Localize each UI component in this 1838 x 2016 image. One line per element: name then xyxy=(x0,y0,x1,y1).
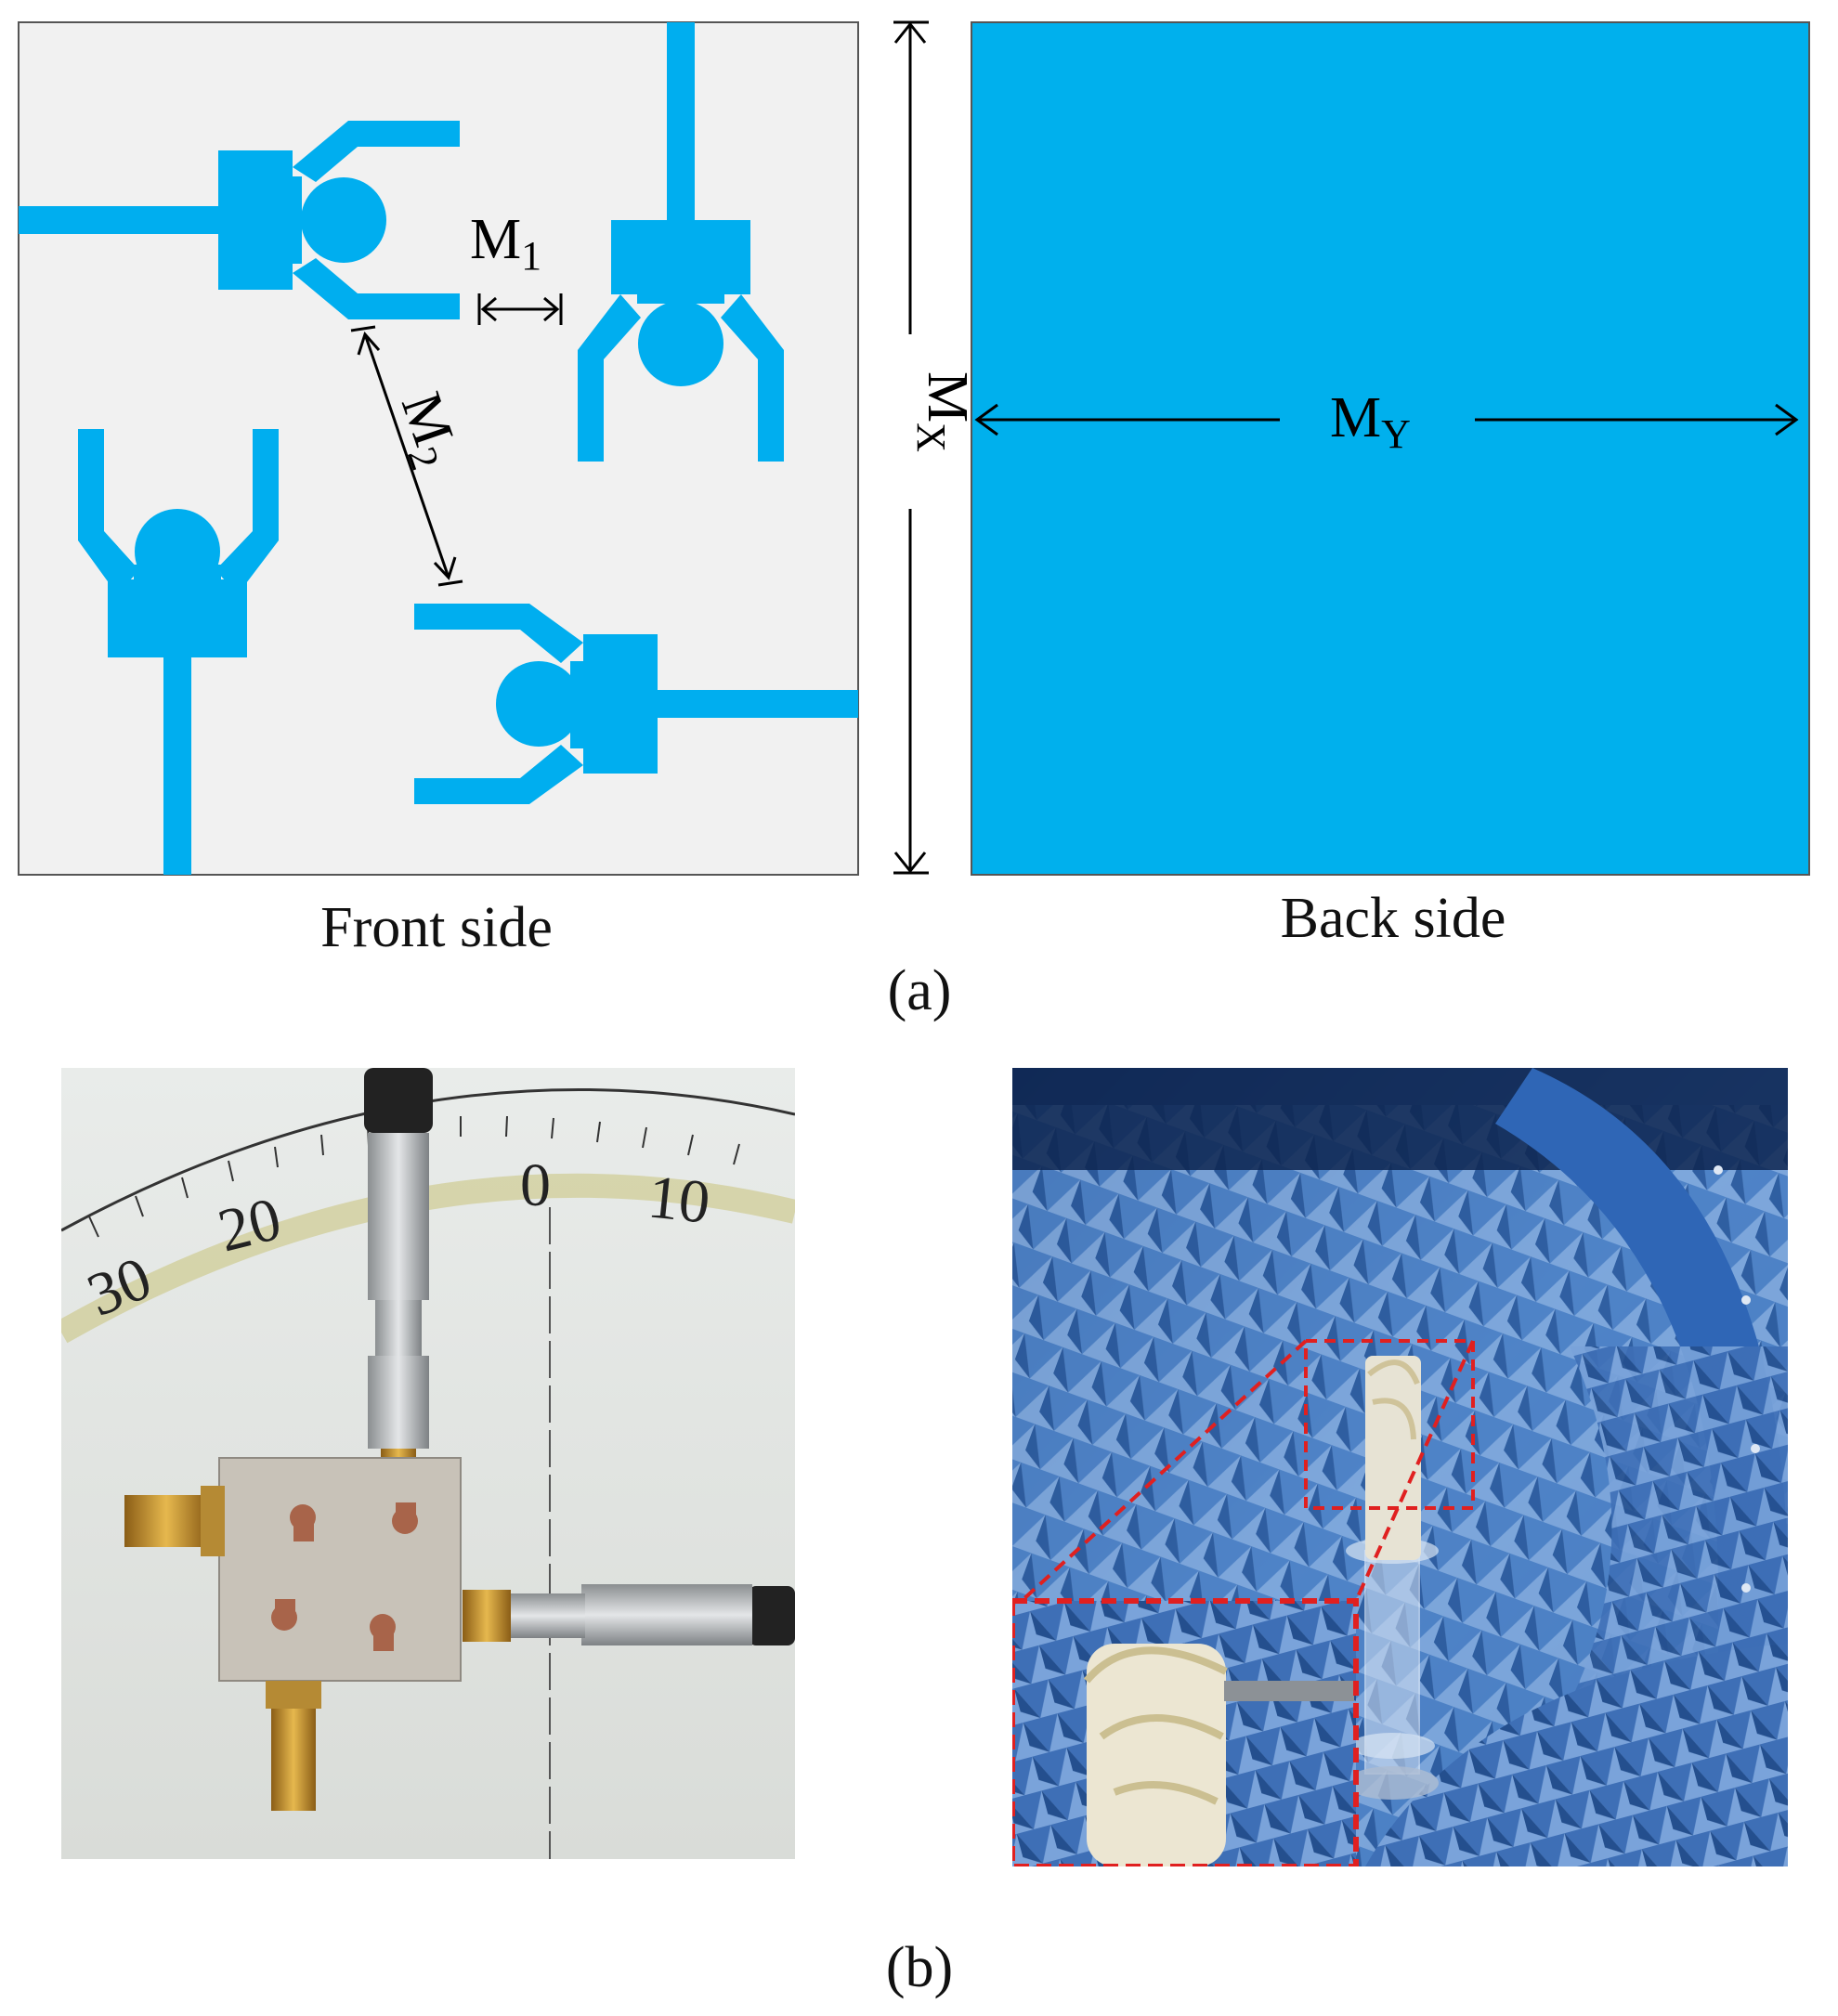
protractor-label-10: 10 xyxy=(645,1163,712,1236)
m1-label: M1 xyxy=(470,208,541,279)
front-side-caption: Front side xyxy=(320,896,553,959)
mx-label: MX xyxy=(908,371,979,452)
back-ground-plane xyxy=(971,21,1810,876)
back-side-caption: Back side xyxy=(1280,887,1506,950)
m1-dimension-arrow xyxy=(477,293,563,325)
front-copper-pattern xyxy=(19,22,858,875)
measurement-setup-photo xyxy=(1012,1068,1788,1866)
m2-dimension-arrow xyxy=(350,325,463,587)
antenna-element-2 xyxy=(578,22,784,462)
zoom-inset xyxy=(1012,1598,1359,1866)
zoom-region-box xyxy=(1304,1339,1475,1510)
prototype-photo: 0 10 20 30 xyxy=(61,1068,795,1859)
my-dimension-arrow xyxy=(974,403,1799,436)
front-substrate xyxy=(18,21,859,876)
panel-a-label: (a) xyxy=(887,959,952,1022)
my-label: MY xyxy=(1330,386,1411,457)
antenna-element-4 xyxy=(414,604,858,804)
protractor-label-0: 0 xyxy=(520,1151,551,1219)
fabricated-pcb xyxy=(218,1457,462,1682)
panel-b-label: (b) xyxy=(885,1936,954,1999)
mx-dimension-arrow xyxy=(893,20,929,875)
antenna-element-1 xyxy=(19,121,460,319)
panel-a-diagram: M1 M2 MX MY xyxy=(18,20,1810,876)
antenna-element-3 xyxy=(78,429,279,875)
